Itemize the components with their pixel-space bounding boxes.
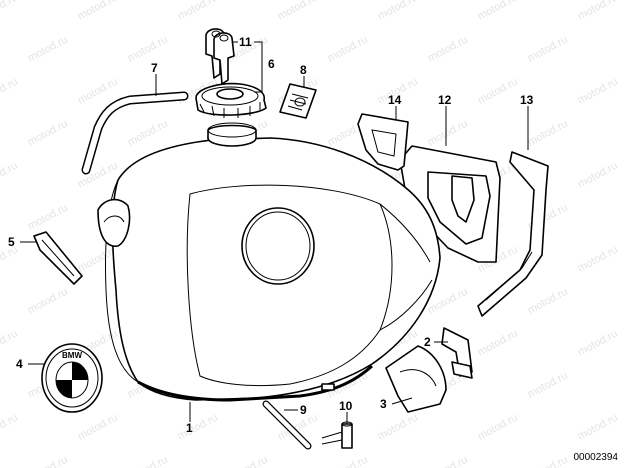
watermark-text: motod.ru (576, 244, 620, 275)
callout-7[interactable]: 7 (151, 61, 158, 75)
watermark-text: motod.ru (26, 118, 70, 149)
watermark-text: motod.ru (26, 454, 70, 468)
callout-1[interactable]: 1 (186, 421, 193, 435)
watermark-text: motod.ru (426, 34, 470, 65)
part-3-cover[interactable] (385, 345, 447, 413)
callout-14[interactable]: 14 (388, 93, 402, 107)
watermark-text: motod.ru (126, 454, 170, 468)
watermark-text: motod.ru (576, 0, 620, 23)
watermark-text: motod.ru (326, 454, 370, 468)
watermark-text: motod.ru (0, 160, 20, 191)
watermark-text: motod.ru (76, 160, 120, 191)
watermark-text: motod.ru (326, 34, 370, 65)
part-14-pad[interactable] (357, 113, 409, 171)
watermark-text: motod.ru (76, 0, 120, 23)
watermark-text: motod.ru (126, 34, 170, 65)
leader-lines (20, 41, 529, 424)
part-6-filler-cap[interactable] (195, 82, 267, 118)
watermark-text: motod.ru (526, 118, 570, 149)
watermark-text: motod.ru (526, 34, 570, 65)
part-1-fuel-tank[interactable] (97, 122, 441, 402)
watermark-text: motod.ru (0, 0, 20, 23)
watermark-text: motod.ru (476, 412, 520, 443)
watermark-text: motod.ru (426, 454, 470, 468)
watermark-text: motod.ru (526, 370, 570, 401)
drawing-id: 00002394 (574, 452, 619, 463)
watermark-text: motod.ru (576, 76, 620, 107)
watermark-text: motod.ru (0, 328, 20, 359)
part-9-rod[interactable] (262, 400, 312, 450)
watermark-text: motod.ru (576, 160, 620, 191)
watermark-text: motod.ru (126, 118, 170, 149)
watermark-text: motod.ru (26, 34, 70, 65)
part-2-bracket[interactable] (441, 327, 473, 379)
part-5-emblem-insert[interactable] (33, 231, 83, 285)
part-10-fitting[interactable] (321, 421, 353, 449)
callout-4[interactable]: 4 (16, 357, 23, 371)
callout-12[interactable]: 12 (438, 93, 452, 107)
part-11-keys[interactable] (205, 28, 235, 85)
watermark-text: motod.ru (26, 202, 70, 233)
callout-8[interactable]: 8 (300, 63, 307, 77)
part-4-bmw-badge[interactable]: BMW (41, 343, 103, 413)
watermark-text: motod.ru (526, 286, 570, 317)
part-12-knee-pad[interactable] (399, 145, 501, 263)
watermark-text: motod.ru (76, 412, 120, 443)
watermark-text: motod.ru (376, 0, 420, 23)
callout-3[interactable]: 3 (380, 397, 387, 411)
watermark-text: motod.ru (0, 76, 20, 107)
watermark-text: motod.ru (376, 412, 420, 443)
watermark-text: motod.ru (476, 76, 520, 107)
part-13-knee-pad[interactable] (477, 151, 549, 317)
callout-5[interactable]: 5 (8, 235, 15, 249)
watermark-text: motod.ru (576, 412, 620, 443)
watermark-text: motod.ru (526, 454, 570, 468)
watermark-text: motod.ru (426, 118, 470, 149)
watermark-text: motod.ru (0, 412, 20, 443)
watermark-text: motod.ru (176, 412, 220, 443)
callout-11[interactable]: 11 (239, 35, 252, 49)
watermark-text: motod.ru (176, 0, 220, 23)
watermark-text: motod.ru (276, 0, 320, 23)
watermark-text: motod.ru (576, 328, 620, 359)
callout-9[interactable]: 9 (300, 403, 307, 417)
part-8-sticker[interactable] (279, 83, 317, 119)
callout-13[interactable]: 13 (520, 93, 534, 107)
callout-10[interactable]: 10 (339, 399, 353, 413)
callout-labels: 1 2 3 4 5 6 7 8 9 10 11 12 13 14 (8, 35, 534, 435)
watermark-text: motod.ru (226, 454, 270, 468)
watermark-text: motod.ru (26, 286, 70, 317)
badge-lettering: BMW (62, 351, 82, 360)
callout-2[interactable]: 2 (424, 335, 431, 349)
watermark-text: motod.ru (476, 328, 520, 359)
watermark-text: motod.ru (476, 0, 520, 23)
part-7-vent-hose[interactable] (81, 91, 189, 175)
callout-6[interactable]: 6 (268, 57, 275, 71)
